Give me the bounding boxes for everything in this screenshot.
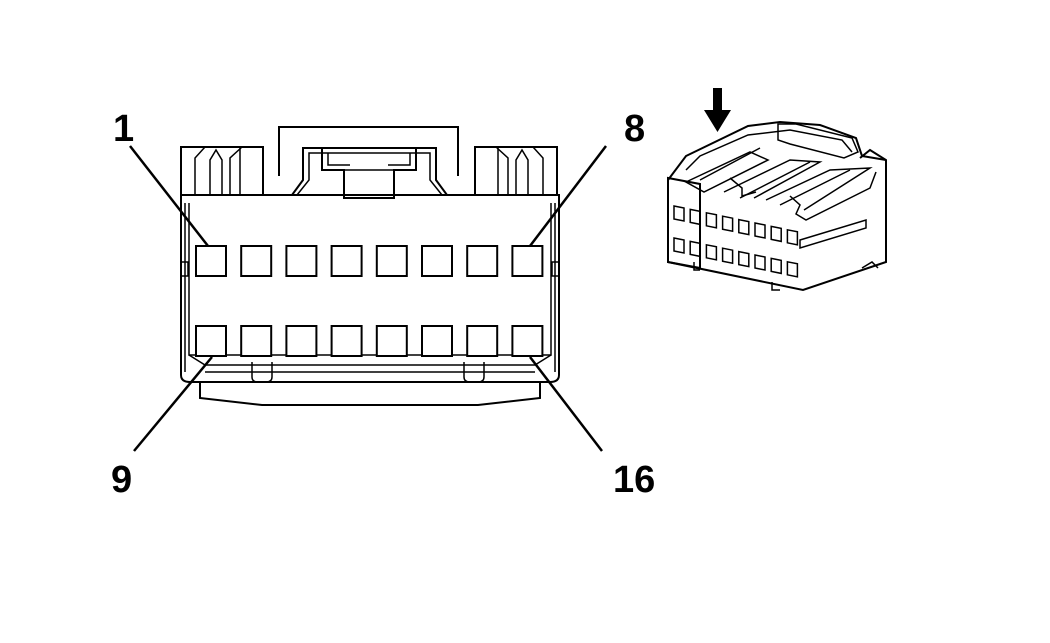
pin-label-8: 8 xyxy=(624,108,645,150)
pin-cavity-5 xyxy=(375,245,408,277)
iso-pin-cavity-12 xyxy=(721,247,734,265)
pin-cavity-2 xyxy=(240,245,273,277)
pin-cavity-4 xyxy=(330,245,363,277)
iso-pin-cavity-5 xyxy=(738,218,750,236)
pin-cavity-14 xyxy=(421,325,453,357)
pin-cavities xyxy=(195,245,544,357)
bottom-notch-left xyxy=(251,362,273,383)
pin-cavity-11 xyxy=(285,325,318,357)
pin-cavity-10 xyxy=(240,325,273,357)
lock-tower-right xyxy=(474,146,558,195)
leader-line-pin-1 xyxy=(129,145,209,247)
pin-cavity-16 xyxy=(511,325,544,357)
iso-front-face xyxy=(667,148,887,292)
connector-body-inner xyxy=(188,203,552,356)
pin-cavity-6 xyxy=(421,245,453,277)
side-tab-right xyxy=(551,261,560,277)
iso-pin-cavity-14 xyxy=(754,254,766,271)
iso-pin-cavity-7 xyxy=(770,225,782,243)
pin-cavity-8 xyxy=(511,245,544,277)
iso-pin-cavity-4 xyxy=(721,215,734,233)
pin-label-16: 16 xyxy=(613,459,655,501)
top-latch-key xyxy=(321,148,417,199)
iso-pin-cavity-2 xyxy=(689,208,701,226)
pin-cavity-12 xyxy=(330,325,363,357)
side-tab-left xyxy=(180,261,189,277)
connector-body-outer xyxy=(180,194,560,383)
iso-pin-cavity-15 xyxy=(770,257,782,275)
connector-isometric-view xyxy=(667,88,887,292)
pin-cavity-3 xyxy=(285,245,318,277)
top-latch-outer xyxy=(278,126,459,176)
iso-pin-cavity-16 xyxy=(786,260,799,278)
pin-cavity-7 xyxy=(466,245,499,277)
iso-pin-cavity-11 xyxy=(705,243,718,261)
iso-pin-cavity-9 xyxy=(673,237,685,254)
iso-top-latch xyxy=(777,123,859,159)
iso-pin-cavity-13 xyxy=(738,250,750,268)
leader-line-pin-9 xyxy=(133,356,213,452)
bottom-notch-right xyxy=(463,362,485,383)
iso-pin-cavity-3 xyxy=(705,211,718,229)
connector-lower-skirt xyxy=(199,383,541,406)
leader-line-pin-8 xyxy=(529,145,607,247)
iso-pin-cavity-10 xyxy=(689,240,701,258)
leader-line-pin-16 xyxy=(529,356,603,452)
pin-cavity-15 xyxy=(466,325,499,357)
iso-pin-cavity-8 xyxy=(786,228,799,246)
connector-front-view: 1 8 9 16 xyxy=(111,108,655,501)
pin-cavity-9 xyxy=(195,325,227,357)
lock-tower-left xyxy=(180,146,264,195)
iso-side-slot xyxy=(799,218,867,250)
iso-top-rim xyxy=(667,120,887,181)
pin-label-1: 1 xyxy=(113,108,134,150)
pin-cavity-13 xyxy=(375,325,408,357)
down-arrow-icon xyxy=(704,88,731,132)
iso-pin-cavity-1 xyxy=(673,205,685,222)
iso-pin-cavities xyxy=(673,205,799,278)
pin-cavity-1 xyxy=(195,245,227,277)
top-latch-collar xyxy=(181,147,559,196)
pin-label-9: 9 xyxy=(111,459,132,501)
iso-pin-cavity-6 xyxy=(754,222,766,239)
